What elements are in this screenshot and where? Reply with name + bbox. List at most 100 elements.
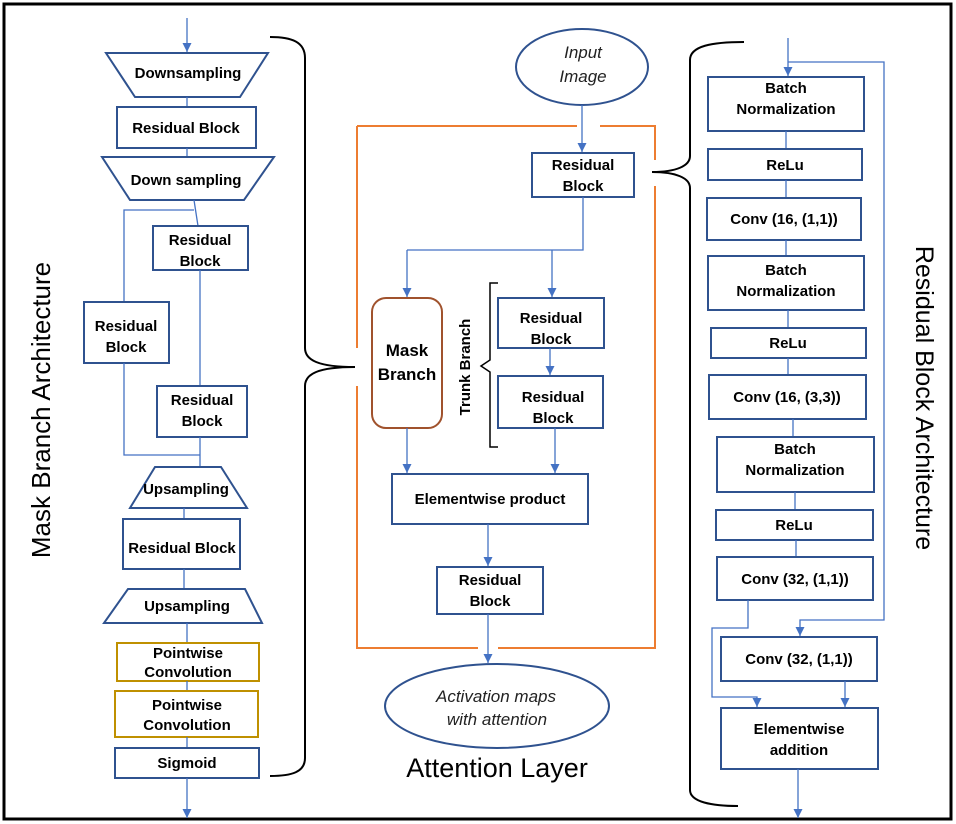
activation-maps-label-line-1: Activation maps: [435, 687, 556, 706]
batch-normalization-2-label-line-1: Batch: [765, 262, 807, 279]
residual-block-5-node: Residual Block: [122, 518, 241, 570]
attention-residual-block-2-shape: [436, 566, 544, 615]
pointwise-convolution-2-label-line-1: Pointwise: [152, 697, 222, 714]
residual-block-3-label-line-2: Block: [106, 339, 148, 356]
shortcut-conv-label: Conv (32, (1,1)): [745, 651, 853, 668]
residual-block-4-node: Residual Block: [156, 385, 248, 438]
trunk-residual-block-2-node: Residual Block: [497, 375, 604, 429]
residual-block-3-shape: [83, 301, 170, 364]
conv-2-label: Conv (16, (3,3)): [733, 389, 841, 406]
residual-block-2-node: Residual Block: [152, 225, 249, 271]
residual-block-brace: [651, 41, 745, 807]
downsampling-1-node: Downsampling: [104, 52, 270, 98]
conv-1-label: Conv (16, (1,1)): [730, 211, 838, 228]
activation-maps-label-line-2: with attention: [447, 710, 547, 729]
downsampling-2-label: Down sampling: [131, 172, 242, 189]
trunk-residual-block-1-node: Residual Block: [497, 297, 605, 349]
downsampling-2-shape: [100, 156, 276, 201]
residual-block-2-label-line-1: Residual: [169, 232, 232, 249]
attention-layer: Input Image Residual Block Mask Branch T…: [356, 28, 656, 783]
attention-layer-frame: [356, 125, 656, 649]
trunk-residual-block-1-shape: [497, 297, 605, 349]
residual-block-4-shape: [156, 385, 248, 438]
residual-block-5-shape: [122, 518, 241, 570]
pointwise-convolution-1-node: Pointwise Convolution: [116, 642, 260, 682]
elementwise-product-shape: [391, 473, 589, 525]
batch-normalization-3-shape: [716, 436, 875, 493]
residual-block-2-label-line-2: Block: [180, 253, 222, 270]
conv-1-node: Conv (16, (1,1)): [706, 197, 862, 241]
batch-normalization-1-node: Batch Normalization: [707, 76, 865, 132]
mask-branch-architecture: Mask Branch Architecture Downsampling Re…: [26, 18, 356, 818]
sigmoid-label: Sigmoid: [157, 755, 216, 772]
batch-normalization-1-label-line-1: Batch: [765, 80, 807, 97]
batch-normalization-3-label-line-1: Batch: [774, 441, 816, 458]
relu-1-node: ReLu: [707, 148, 863, 181]
conv-1-shape: [706, 197, 862, 241]
residual-block-architecture-title: Residual Block Architecture: [910, 246, 938, 550]
relu-2-label: ReLu: [769, 335, 807, 352]
skip-connector-upper: [123, 209, 194, 302]
batch-normalization-1-label-line-2: Normalization: [736, 101, 835, 118]
trunk-branch: Trunk Branch Residual Block Residual Blo…: [457, 282, 605, 448]
trunk-residual-block-1-label-line-2: Block: [531, 331, 573, 348]
downsampling-1-shape: [104, 52, 270, 98]
relu-2-shape: [710, 327, 867, 359]
relu-1-label: ReLu: [766, 157, 804, 174]
elementwise-addition-label-line-1: Elementwise: [754, 721, 845, 738]
conv-2-node: Conv (16, (3,3)): [708, 374, 867, 420]
activation-maps-node: Activation maps with attention: [384, 663, 610, 749]
batch-normalization-3-label-line-2: Normalization: [745, 462, 844, 479]
mask-branch-node: Mask Branch: [371, 297, 443, 429]
attention-residual-block-2-node: Residual Block: [436, 566, 544, 615]
residual-block-2-shape: [152, 225, 249, 271]
upsampling-2-node: Upsampling: [102, 588, 264, 624]
main-path-connector: [711, 600, 762, 707]
attention-residual-block-1-shape: [531, 152, 635, 198]
residual-block-architecture: Batch Normalization ReLu Conv (16, (1,1)…: [651, 38, 938, 818]
upsampling-1-node: Upsampling: [128, 466, 249, 509]
input-image-label-line-2: Image: [559, 67, 606, 86]
shortcut-conv-node: Conv (32, (1,1)): [720, 636, 878, 682]
trunk-residual-block-2-label-line-2: Block: [533, 410, 575, 427]
batch-normalization-3-node: Batch Normalization: [716, 436, 875, 493]
trunk-residual-block-1-label-line-1: Residual: [520, 310, 583, 327]
downsampling-1-label: Downsampling: [135, 65, 242, 82]
attention-residual-block-1-label-line-2: Block: [563, 178, 605, 195]
elementwise-addition-node: Elementwise addition: [720, 707, 879, 770]
pointwise-convolution-1-label-line-1: Pointwise: [153, 645, 223, 662]
upsampling-2-shape: [102, 588, 264, 624]
pointwise-convolution-1-label-line-2: Convolution: [144, 664, 231, 681]
residual-block-5-label: Residual Block: [128, 540, 236, 557]
attention-layer-title: Attention Layer: [406, 753, 588, 783]
pointwise-convolution-2-label-line-2: Convolution: [143, 717, 230, 734]
residual-block-3-label-line-1: Residual: [95, 318, 158, 335]
batch-normalization-2-shape: [707, 255, 865, 311]
relu-3-node: ReLu: [715, 509, 874, 541]
mask-branch-shape: [371, 297, 443, 429]
residual-block-1-shape: [116, 106, 257, 149]
conv-3-node: Conv (32, (1,1)): [716, 556, 874, 601]
split-connector: [407, 197, 584, 251]
elementwise-addition-label-line-2: addition: [770, 742, 828, 759]
trunk-residual-block-2-label-line-1: Residual: [522, 389, 585, 406]
mask-branch-label-line-2: Branch: [378, 365, 437, 384]
residual-block-4-label-line-1: Residual: [171, 392, 234, 409]
shortcut-conv-shape: [720, 636, 878, 682]
skip-connector-lower: [123, 363, 200, 456]
batch-normalization-2-label-line-2: Normalization: [736, 283, 835, 300]
attention-residual-block-1-node: Residual Block: [531, 152, 635, 198]
elementwise-product-node: Elementwise product: [391, 473, 589, 525]
input-image-node: Input Image: [515, 28, 649, 106]
attention-residual-block-2-label-line-1: Residual: [459, 572, 522, 589]
residual-block-3-node: Residual Block: [83, 301, 170, 364]
pointwise-convolution-2-node: Pointwise Convolution: [114, 690, 259, 738]
relu-3-label: ReLu: [775, 517, 813, 534]
mask-branch-architecture-title: Mask Branch Architecture: [26, 262, 56, 558]
shortcut-connector: [788, 61, 885, 636]
conv-3-shape: [716, 556, 874, 601]
input-image-label-line-1: Input: [564, 43, 603, 62]
conv-3-label: Conv (32, (1,1)): [741, 571, 849, 588]
sigmoid-node: Sigmoid: [114, 747, 260, 779]
